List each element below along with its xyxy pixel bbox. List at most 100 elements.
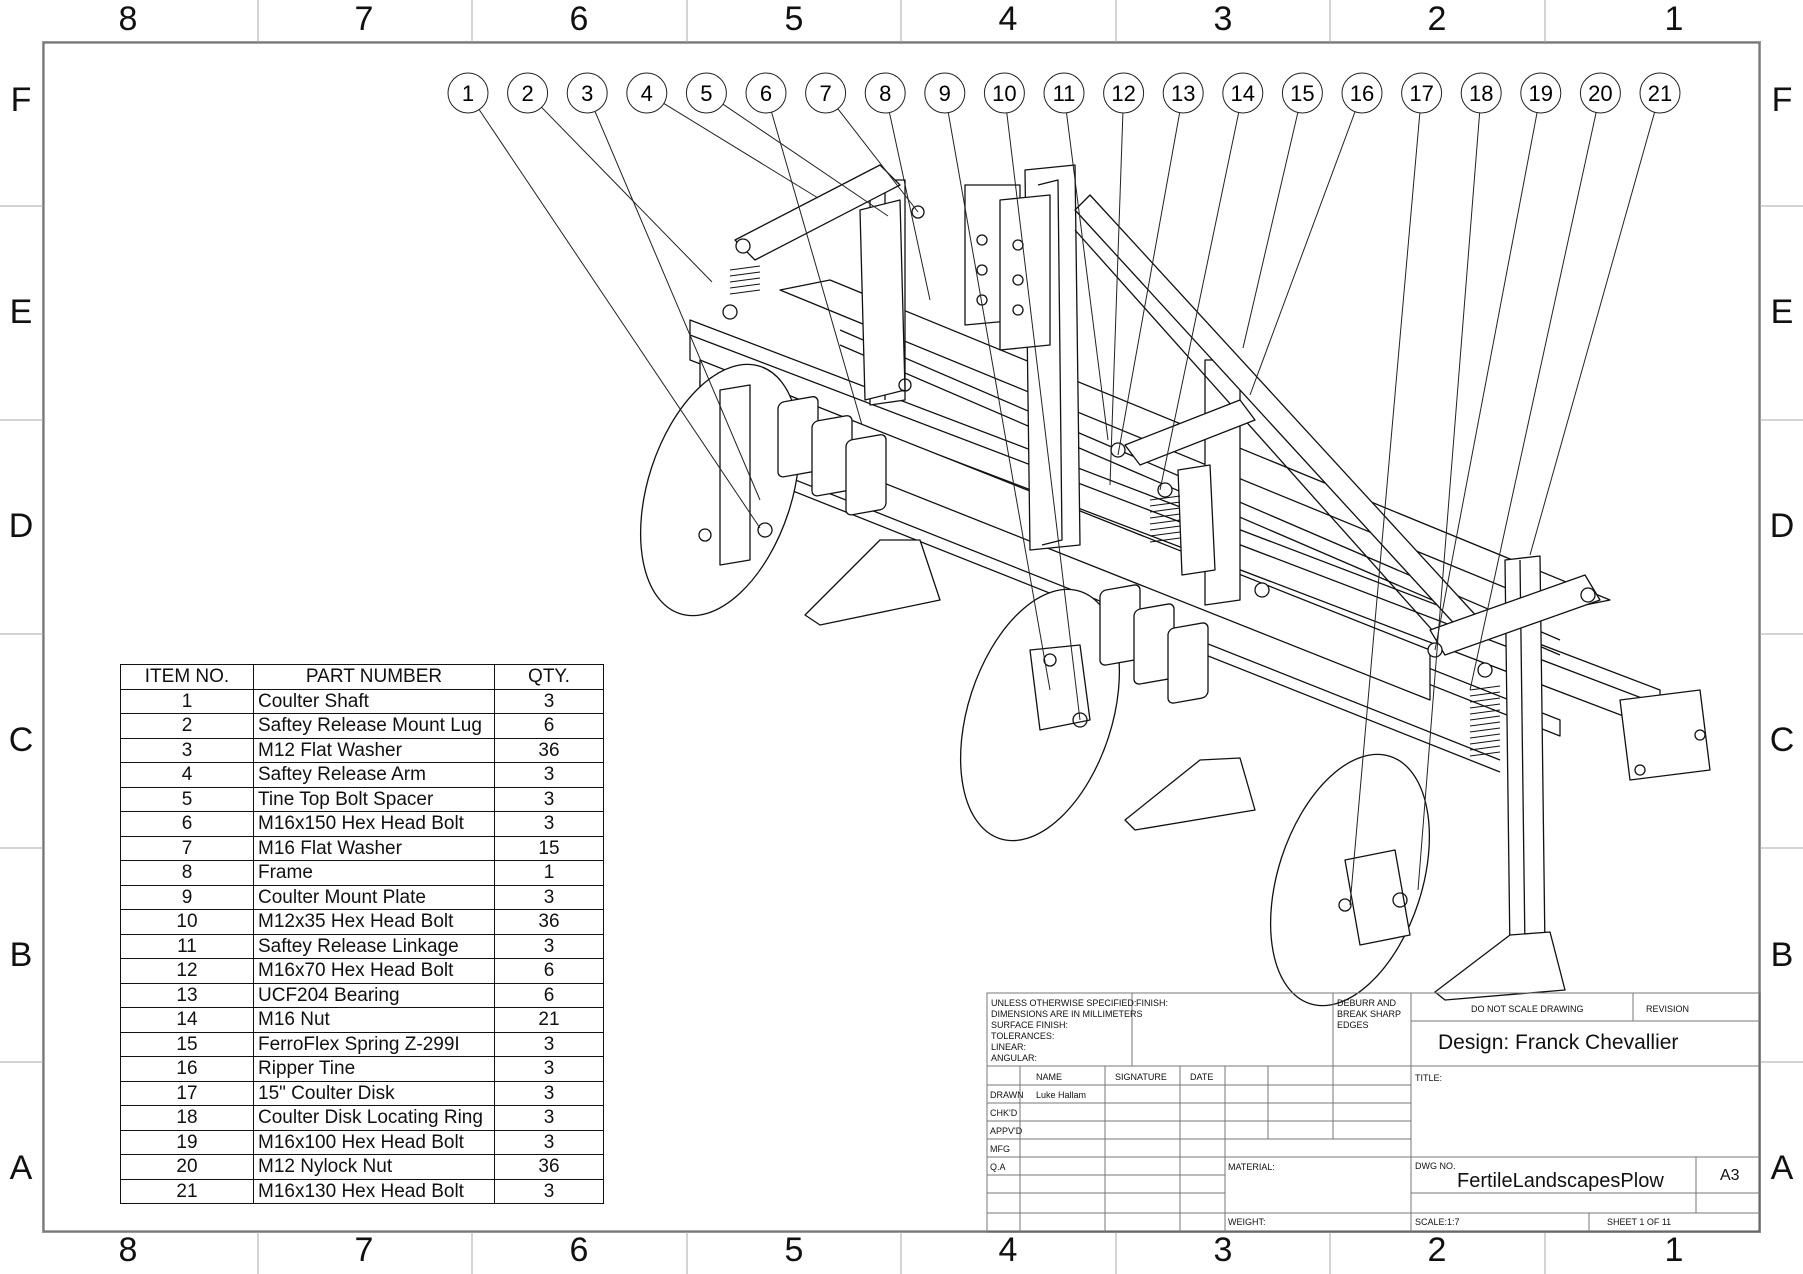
zone-column-label-top: 2 [1427,0,1447,38]
bom-cell-part: UCF204 Bearing [253,982,495,1008]
leader-line [1434,112,1538,651]
bom-cell-qty: 36 [494,737,604,763]
bom-cell-part: M16 Flat Washer [253,835,495,861]
bom-cell-item: 17 [120,1080,254,1106]
bom-cell-qty: 3 [494,1080,604,1106]
leader-line [1417,112,1481,891]
bom-cell-item: 21 [120,1178,254,1204]
balloon-callout: 13 [1117,72,1204,456]
balloon-number: 11 [1053,81,1076,106]
balloon-number: 12 [1111,81,1135,106]
bom-cell-part: M12 Nylock Nut [253,1154,495,1180]
leader-line [541,106,713,283]
deburr-note: DEBURR AND BREAK SHARP EDGES [1337,998,1402,1030]
sheet-number: SHEET 1 OF 11 [1607,1217,1672,1227]
balloon-number: 1 [462,81,474,106]
balloon-circle [745,72,787,114]
bom-header-qty: QTY. [494,664,604,690]
balloon-circle [924,72,966,114]
bom-cell-qty: 3 [494,1031,604,1057]
bom-cell-part: FerroFlex Spring Z-299I [253,1031,495,1057]
leader-line [478,109,761,529]
zone-column-label-top: 5 [784,0,804,38]
bom-cell-qty: 1 [494,860,604,886]
bom-cell-item: 11 [120,933,254,959]
leader-line [1529,112,1656,556]
balloon-circle [1043,72,1085,114]
col-name: NAME [1036,1072,1063,1082]
balloon-circle [1162,72,1204,114]
bom-cell-part: M16x150 Hex Head Bolt [253,811,495,837]
leader-line [1349,112,1421,906]
row-approved: APPV'D [990,1126,1023,1136]
zone-column-label-top: 8 [118,0,138,38]
bom-cell-item: 9 [120,884,254,910]
bom-cell-item: 6 [120,811,254,837]
balloon-number: 2 [521,81,533,106]
zone-row-label-right: A [1770,1149,1794,1187]
balloon-circle [1639,72,1681,114]
bom-cell-qty: 3 [494,688,604,714]
bom-cell-part: Frame [253,860,495,886]
bom-cell-qty: 3 [494,1178,604,1204]
bom-cell-item: 3 [120,737,254,763]
balloon-number: 21 [1648,81,1672,106]
balloon-circle [1520,72,1562,114]
zone-column-label-top: 4 [998,0,1018,38]
zone-row-label-left: D [8,507,34,545]
balloon-circle [626,72,668,114]
bom-cell-qty: 6 [494,982,604,1008]
balloon-number: 9 [939,81,951,106]
bom-cell-part: Coulter Mount Plate [253,884,495,910]
bom-cell-item: 20 [120,1154,254,1180]
balloon-number: 17 [1409,81,1433,106]
bom-cell-qty: 3 [494,762,604,788]
balloon-number: 10 [992,81,1016,106]
balloon-number: 14 [1231,81,1255,106]
col-date: DATE [1190,1072,1214,1082]
balloon-callout: 18 [1417,72,1502,891]
leader-line [888,112,931,301]
zone-row-label-right: B [1770,936,1794,974]
balloon-callout: 3 [566,72,761,501]
bom-cell-item: 4 [120,762,254,788]
zone-row-label-left: C [8,721,34,759]
balloon-callout: 9 [924,72,1051,691]
balloon-callout: 10 [983,72,1081,721]
dwg-no-label: DWG NO. [1415,1161,1456,1171]
zone-row-label-left: B [9,936,33,974]
balloon-number: 19 [1529,81,1553,106]
bom-cell-qty: 3 [494,884,604,910]
row-drawn: DRAWN [990,1090,1024,1100]
zone-column-label-bottom: 6 [569,1231,589,1269]
balloon-callout: 16 [1249,72,1383,396]
bom-cell-qty: 3 [494,1056,604,1082]
zone-column-label-top: 6 [569,0,589,38]
leader-line [1109,112,1124,486]
balloon-number: 8 [879,81,891,106]
zone-column-label-top: 3 [1213,0,1233,38]
balloon-circle [983,72,1025,114]
balloon-callout: 11 [1043,72,1109,441]
leader-line [1159,112,1240,491]
bom-cell-qty: 3 [494,933,604,959]
balloon-circle [447,72,489,114]
bom-cell-part: Saftey Release Linkage [253,933,495,959]
balloon-number: 6 [760,81,772,106]
balloon-callout: 7 [805,72,919,213]
bom-cell-item: 14 [120,1007,254,1033]
leader-line [1006,112,1081,721]
bom-cell-item: 12 [120,958,254,984]
